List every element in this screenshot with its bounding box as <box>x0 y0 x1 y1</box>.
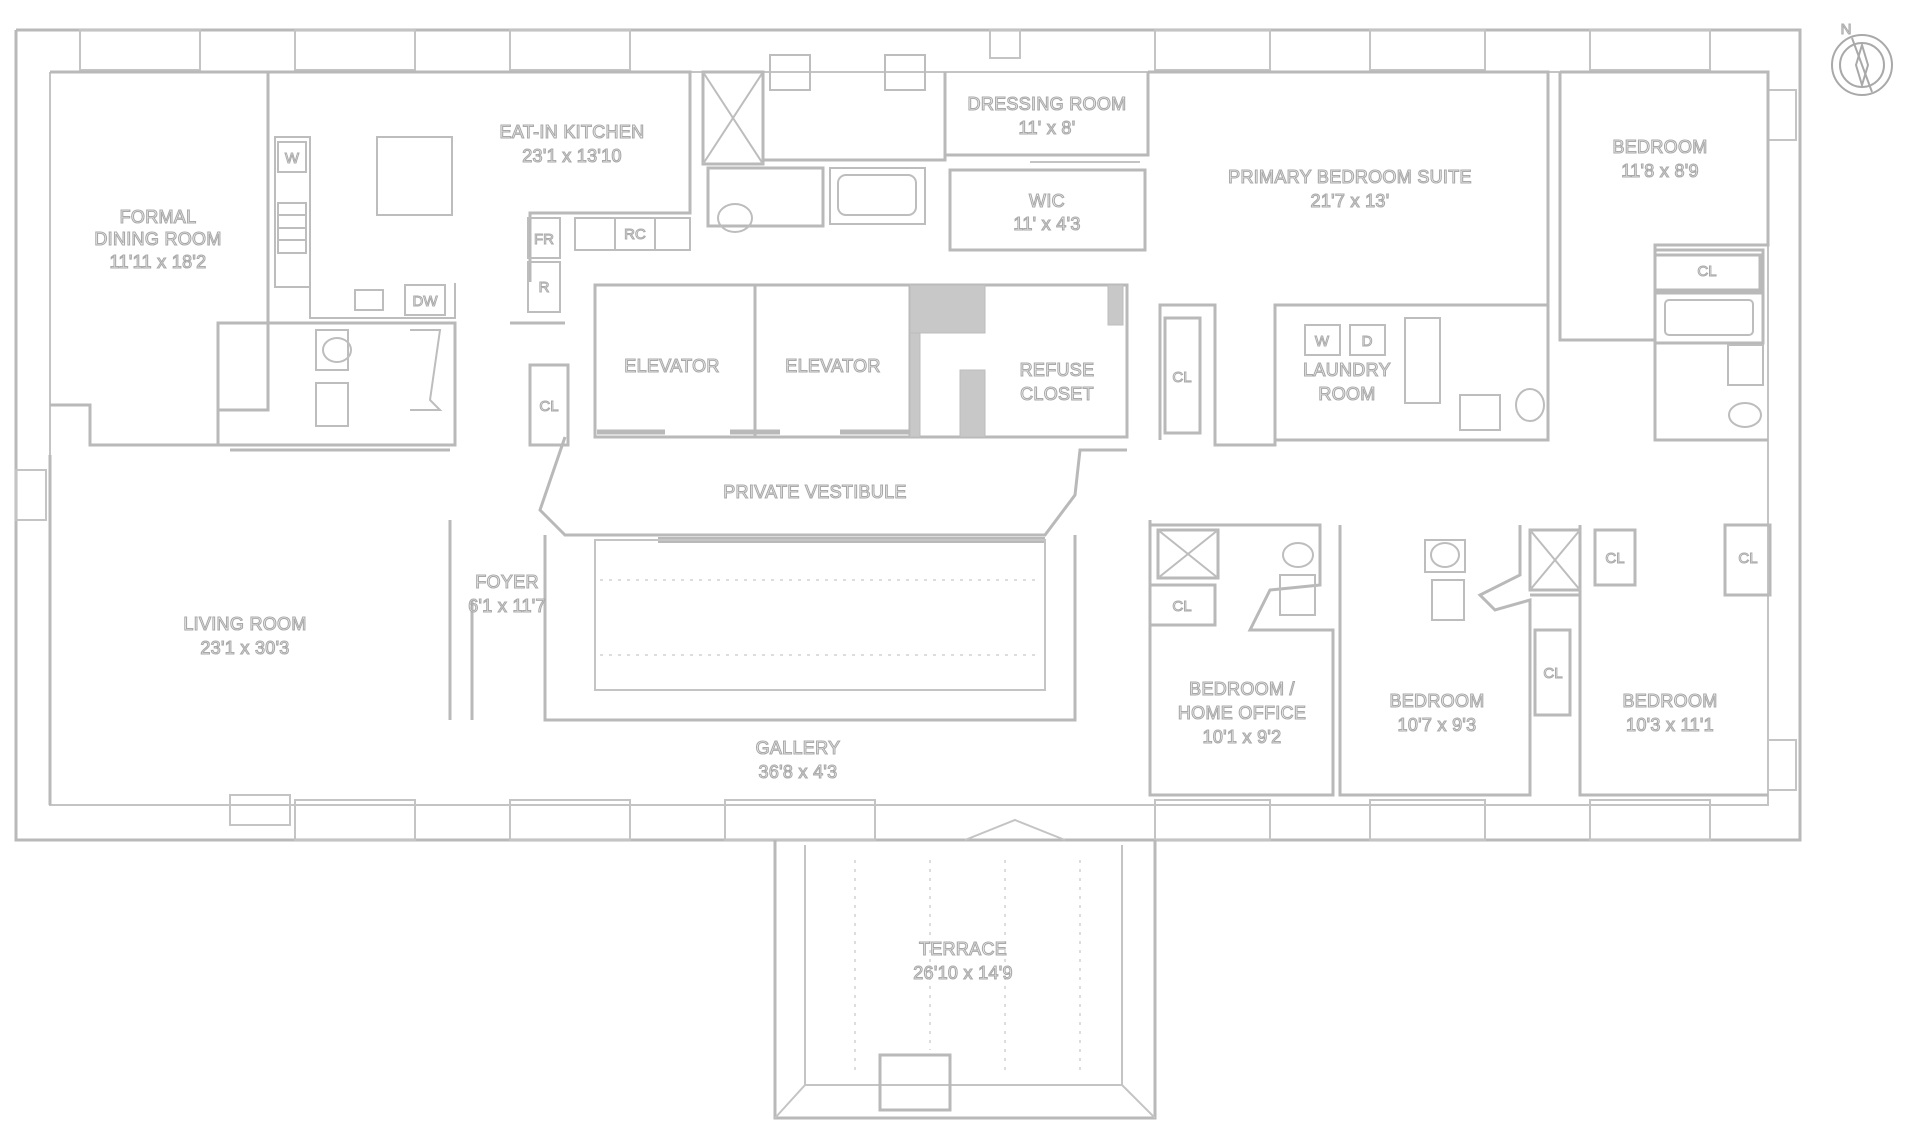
gallery-dims: 36'8 x 4'3 <box>759 762 838 782</box>
closet-label-se: CL <box>1738 550 1757 567</box>
foyer-dims: 6'1 x 11'7 <box>468 596 546 616</box>
primary-bedroom-walls <box>1148 70 1550 447</box>
refuse-closet-name-1: REFUSE <box>1020 360 1095 380</box>
dressing-room-dims: 11' x 8' <box>1019 118 1076 138</box>
kitchen-name: EAT-IN KITCHEN <box>500 122 645 142</box>
elevator-2-name: ELEVATOR <box>785 356 880 376</box>
bedroom-mid-name: BEDROOM <box>1389 691 1484 711</box>
bedroom-office-name-1: BEDROOM / <box>1189 679 1295 699</box>
closets <box>1163 253 1762 435</box>
kitchen-dims: 23'1 x 13'10 <box>522 146 622 166</box>
powder-room <box>216 321 457 447</box>
dryer-laundry-label: D <box>1362 333 1373 350</box>
dining-room-name-2: DINING ROOM <box>94 229 221 249</box>
bedroom-ne-name: BEDROOM <box>1612 137 1707 157</box>
washer-laundry-label: W <box>1315 333 1330 350</box>
living-room-walls <box>48 448 450 805</box>
closet-label-mid-a: CL <box>1543 665 1562 682</box>
bedroom-ne-walls <box>1558 70 1770 342</box>
vestibule-name: PRIVATE VESTIBULE <box>723 482 906 502</box>
windows-bottom <box>229 794 1711 841</box>
kitchen-walls <box>268 70 692 325</box>
room-labels: FORMAL DINING ROOM 11'11 x 18'2 EAT-IN K… <box>94 93 1718 983</box>
terrace-dims: 26'10 x 14'9 <box>913 963 1013 983</box>
dishwasher-label: DW <box>413 293 439 310</box>
refuse-closet-name-2: CLOSET <box>1020 384 1094 404</box>
elevator-1-name: ELEVATOR <box>624 356 719 376</box>
washer-kitchen-label: W <box>285 150 300 167</box>
living-room-dims: 23'1 x 30'3 <box>200 638 289 658</box>
dining-room-dims: 11'11 x 18'2 <box>110 252 207 272</box>
wic-dims: 11' x 4'3 <box>1013 214 1080 234</box>
foyer-walls <box>448 520 1077 722</box>
bedroom-se-dims: 10'3 x 11'1 <box>1626 715 1714 735</box>
terrace-name: TERRACE <box>919 939 1007 959</box>
dressing-room-name: DRESSING ROOM <box>968 94 1127 114</box>
terrace-walls <box>773 818 1157 1120</box>
wic-name: WIC <box>1029 191 1065 211</box>
bedroom-ne-dims: 11'8 x 8'9 <box>1621 161 1699 181</box>
primary-bedroom-dims: 21'7 x 13' <box>1311 191 1390 211</box>
laundry-name-1: LAUNDRY <box>1303 360 1391 380</box>
dining-room-name-1: FORMAL <box>120 207 197 227</box>
compass-rose <box>1831 34 1893 96</box>
closet-label-primary: CL <box>1172 369 1191 386</box>
south-bedrooms <box>1148 520 1772 797</box>
gallery-name: GALLERY <box>756 738 841 758</box>
bedroom-mid-dims: 10'7 x 9'3 <box>1398 715 1477 735</box>
fridge-label: FR <box>534 231 554 248</box>
primary-bedroom-name: PRIMARY BEDROOM SUITE <box>1228 167 1472 187</box>
closet-label-ne: CL <box>1697 263 1716 280</box>
fixture-labels: W DW FR R RC W D CL CL CL CL CL CL CL <box>284 150 1758 683</box>
closet-foyer <box>528 363 570 447</box>
laundry-room <box>1273 305 1550 442</box>
closet-label-mid-b: CL <box>1605 550 1624 567</box>
closet-label-foyer: CL <box>539 398 558 415</box>
primary-bath <box>701 54 1150 252</box>
bedroom-office-dims: 10'1 x 9'2 <box>1203 727 1282 747</box>
foyer-name: FOYER <box>475 572 539 592</box>
laundry-name-2: ROOM <box>1318 384 1375 404</box>
range-label: R <box>539 279 550 296</box>
bedroom-office-name-2: HOME OFFICE <box>1178 703 1306 723</box>
closet-label-office: CL <box>1172 598 1191 615</box>
rc-label: RC <box>624 226 646 243</box>
windows-top <box>79 29 1711 71</box>
core-walls <box>593 283 1129 439</box>
bedroom-se-name: BEDROOM <box>1622 691 1717 711</box>
living-room-name: LIVING ROOM <box>183 614 306 634</box>
compass-north-label: N <box>1841 21 1852 38</box>
